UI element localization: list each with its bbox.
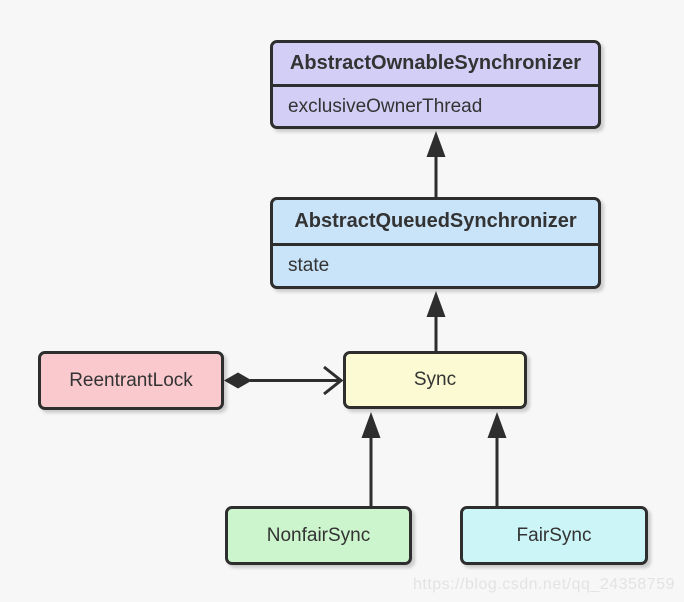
class-box-sync: Sync — [343, 351, 527, 409]
class-title: AbstractQueuedSynchronizer — [294, 210, 577, 232]
class-title: NonfairSync — [266, 524, 371, 546]
class-title: AbstractOwnableSynchronizer — [289, 52, 582, 74]
class-title: FairSync — [516, 524, 592, 546]
inheritance-arrow-fairsync-to-sync — [487, 412, 507, 506]
class-box-abstract-ownable-synchronizer: AbstractOwnableSynchronizer exclusiveOwn… — [270, 40, 601, 129]
class-box-abstract-queued-synchronizer: AbstractQueuedSynchronizer state — [270, 197, 601, 289]
composition-arrow-reentrantlock-to-sync — [224, 365, 344, 396]
open-arrowhead-icon — [323, 365, 344, 396]
class-title: ReentrantLock — [69, 369, 193, 391]
class-box-reentrantlock: ReentrantLock — [38, 351, 224, 410]
watermark: https://blog.csdn.net/qq_24358759 — [412, 576, 675, 593]
class-box-fairsync: FairSync — [460, 506, 648, 565]
inheritance-arrow-aqs-to-aos — [426, 131, 446, 197]
class-field: state — [273, 243, 598, 286]
class-field: exclusiveOwnerThread — [273, 84, 598, 126]
class-title: Sync — [413, 369, 457, 390]
class-box-nonfairsync: NonfairSync — [225, 506, 412, 565]
composition-diamond-icon — [224, 372, 252, 389]
inheritance-arrow-nonfairsync-to-sync — [361, 412, 381, 506]
inheritance-arrow-sync-to-aqs — [426, 291, 446, 351]
